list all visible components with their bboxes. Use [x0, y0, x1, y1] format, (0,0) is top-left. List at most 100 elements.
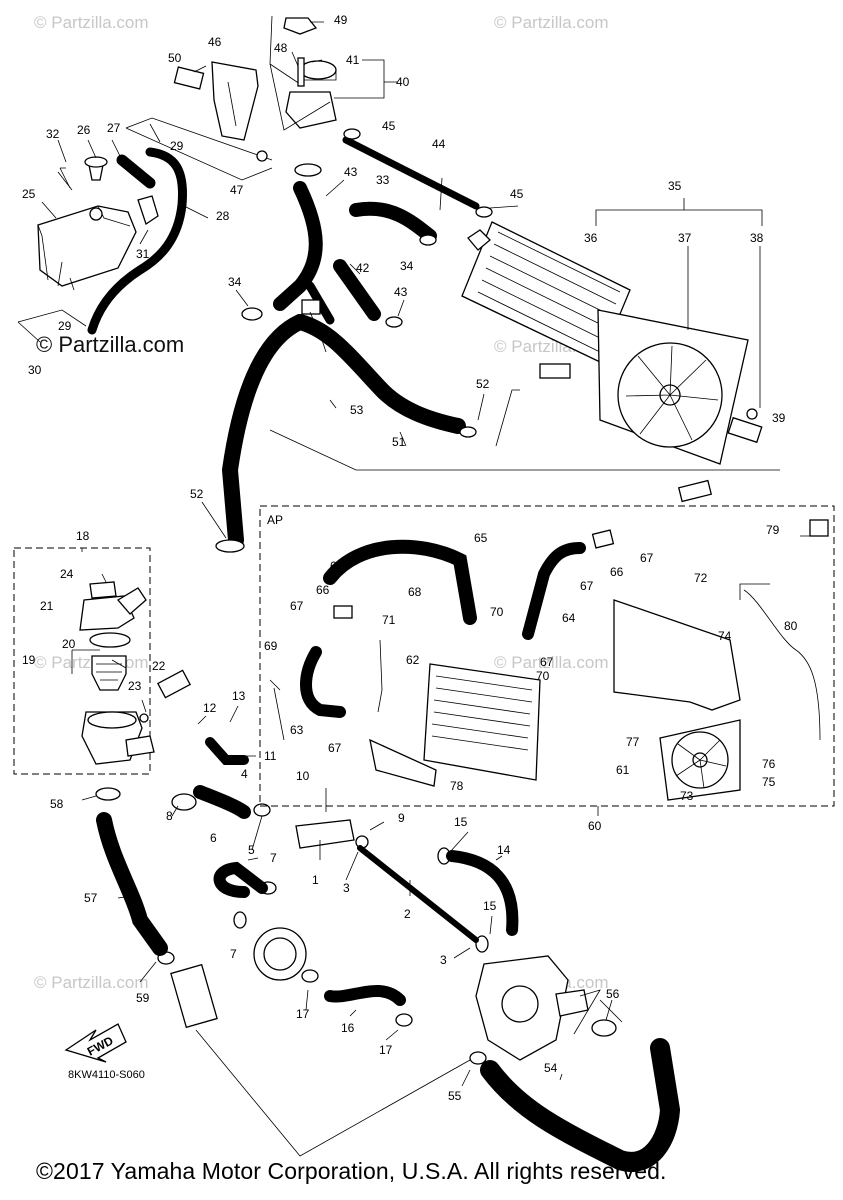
callout-number: 36 [584, 231, 598, 245]
assembly-label-ap: AP [267, 513, 284, 527]
callout-number: 57 [84, 891, 98, 905]
drawing-code: 8KW4110-S060 [68, 1069, 145, 1081]
callout-number: 72 [694, 571, 708, 585]
watermark-text: © Partzilla.com [34, 13, 149, 32]
callout-number: 8 [166, 809, 173, 823]
callout-number: 13 [232, 689, 246, 703]
watermark-text: © Partzilla.com [34, 973, 149, 992]
callout-number: 26 [77, 123, 91, 137]
callout-number: 52 [190, 487, 204, 501]
callout-number: 44 [432, 137, 446, 151]
callout-number: 41 [346, 53, 360, 67]
callout-number: 20 [62, 637, 76, 651]
callout-number: 54 [544, 1061, 558, 1075]
callout-number: 3 [440, 953, 447, 967]
callout-number: 21 [40, 599, 54, 613]
callout-number: 68 [408, 585, 422, 599]
callout-number: 73 [680, 789, 694, 803]
thermostat-group [13, 547, 191, 775]
callout-number: 66 [316, 583, 330, 597]
callout-number: 40 [396, 75, 410, 89]
callout-number: 1 [312, 873, 319, 887]
callout-number: 16 [341, 1021, 355, 1035]
callout-number: 70 [490, 605, 504, 619]
callout-number: 9 [398, 811, 405, 825]
callout-number: 17 [379, 1043, 393, 1057]
callout-number: 45 [382, 119, 396, 133]
callout-number: 59 [136, 991, 150, 1005]
callout-number: 17 [296, 1007, 310, 1021]
water-pump [253, 927, 623, 1061]
callout-number: 4 [241, 767, 248, 781]
callout-number: 47 [230, 183, 244, 197]
radiator-assembly [461, 221, 763, 465]
callout-number: 15 [454, 815, 468, 829]
upper-hoses [221, 136, 780, 548]
callout-number: 7 [270, 851, 277, 865]
callout-number: 43 [344, 165, 358, 179]
callout-number: 10 [296, 769, 310, 783]
callout-number: 65 [474, 531, 488, 545]
filler-neck-bracket [173, 15, 337, 162]
fwd-arrow: FWD [64, 1023, 127, 1063]
callout-number: 58 [50, 797, 64, 811]
callout-number: 18 [76, 529, 90, 543]
callout-number: 79 [766, 523, 780, 537]
callout-number: 43 [394, 285, 408, 299]
callout-number: 61 [616, 763, 630, 777]
callout-number: 69 [264, 639, 278, 653]
callout-number: 67 [540, 655, 554, 669]
callout-number: 32 [46, 127, 60, 141]
callout-number: 75 [762, 775, 776, 789]
watermark-text: © Partzilla.com [494, 13, 609, 32]
reservoir-tank [37, 156, 159, 291]
callout-number: 6 [210, 831, 217, 845]
callout-number: 80 [784, 619, 798, 633]
watermark-text: © Partzilla.com [494, 653, 609, 672]
callout-number: 74 [718, 629, 732, 643]
callout-number: 25 [22, 187, 36, 201]
callout-number: 51 [392, 435, 406, 449]
callout-number: 12 [203, 701, 217, 715]
callout-number: 39 [772, 411, 786, 425]
callout-number: 50 [168, 51, 182, 65]
callout-number: 2 [404, 907, 411, 921]
callout-number: 5 [248, 843, 255, 857]
callout-number: 78 [450, 779, 464, 793]
callout-number: 42 [356, 261, 370, 275]
callout-number: 38 [750, 231, 764, 245]
callout-number: 66 [610, 565, 624, 579]
callout-number: 76 [762, 757, 776, 771]
callout-number: 23 [128, 679, 142, 693]
callout-number: 48 [274, 41, 288, 55]
leader-lines [41, 21, 763, 1087]
callout-number: 70 [536, 669, 550, 683]
callout-number: 67 [580, 579, 594, 593]
callout-number: 33 [376, 173, 390, 187]
callout-number: 67 [640, 551, 654, 565]
callout-number: 19 [22, 653, 36, 667]
callout-number: 55 [448, 1089, 462, 1103]
callout-number: 27 [107, 121, 121, 135]
lower-hoses [96, 737, 681, 1172]
callout-number: 63 [290, 723, 304, 737]
callout-number: 77 [626, 735, 640, 749]
callout-number: 11 [264, 749, 277, 763]
callout-number: 71 [382, 613, 396, 627]
callout-number: 46 [208, 35, 222, 49]
reservoir-hoses [17, 117, 273, 343]
callout-number: 49 [334, 13, 348, 27]
callout-number: 34 [228, 275, 242, 289]
callout-number: 45 [510, 187, 524, 201]
callout-number: 64 [562, 611, 576, 625]
callout-number: 22 [152, 659, 166, 673]
watermark-strong-text: © Partzilla.com [36, 332, 184, 357]
callout-number: 30 [28, 363, 42, 377]
callout-number: 29 [170, 139, 184, 153]
copyright-footer: ©2017 Yamaha Motor Corporation, U.S.A. A… [36, 1158, 667, 1184]
callout-number: 14 [497, 843, 511, 857]
callout-number: 15 [483, 899, 497, 913]
callout-number: 31 [136, 247, 150, 261]
